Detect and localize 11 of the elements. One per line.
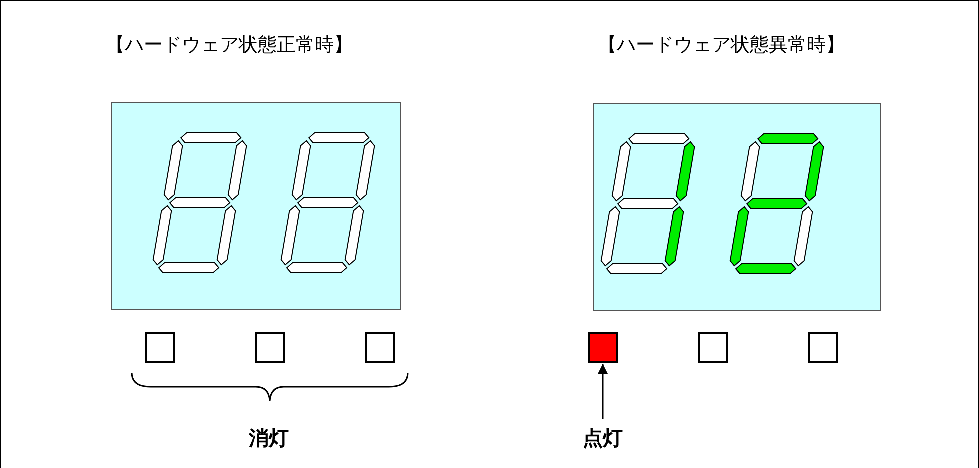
status-label: 点灯 [583,425,623,452]
section-heading: 【ハードウェア状態正常時】 [106,33,353,58]
status-label: 消灯 [249,425,289,452]
indicator-lamp [145,332,175,363]
indicator-lamp [255,332,285,363]
indicator-lamp [808,332,838,363]
indicator-lamp [698,332,728,363]
indicator-lamp [588,332,618,363]
indicator-lamp [365,332,395,363]
arrow [598,364,608,419]
section-heading: 【ハードウェア状態異常時】 [598,33,845,58]
